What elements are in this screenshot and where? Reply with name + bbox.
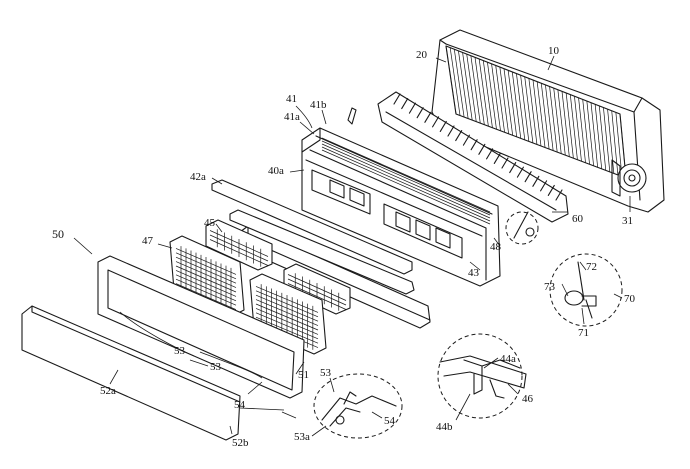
label-10: 10 <box>548 45 560 57</box>
label-48: 48 <box>490 241 502 253</box>
label-73: 73 <box>544 281 556 293</box>
front-frame <box>301 107 501 287</box>
leader-lines <box>73 55 631 437</box>
label-42a: 42a <box>190 171 206 183</box>
label-31: 31 <box>622 215 633 227</box>
fan-motor <box>611 159 647 197</box>
label-53: 53 <box>210 361 222 373</box>
label-44b: 44b <box>436 421 453 433</box>
detail-gear-small <box>505 211 539 245</box>
label-52a: 52a <box>100 385 116 397</box>
label-53-frame: 53 <box>174 345 186 357</box>
filter-45-left <box>205 219 273 271</box>
label-54-detail: 54 <box>384 415 396 427</box>
label-52b: 52b <box>232 437 249 449</box>
front-panel <box>21 305 241 441</box>
label-71: 71 <box>578 327 589 339</box>
label-20: 20 <box>416 49 428 61</box>
label-41b: 41b <box>310 99 327 111</box>
label-50: 50 <box>52 227 64 241</box>
label-41: 41 <box>286 93 297 105</box>
label-60: 60 <box>572 213 584 225</box>
label-43: 43 <box>468 267 480 279</box>
detail-motor <box>549 253 623 327</box>
callout-labels: 10 20 31 40a 41 41a 41b 42a 43 44a 44b 4… <box>52 45 636 449</box>
detail-bracket <box>437 333 527 419</box>
strip-42a <box>211 179 413 275</box>
grille-frame <box>97 255 305 399</box>
label-45: 45 <box>204 217 216 229</box>
label-47: 47 <box>142 235 154 247</box>
label-40a: 40a <box>268 165 284 177</box>
label-41a: 41a <box>284 111 300 123</box>
label-53a: 53a <box>294 431 310 443</box>
label-44a: 44a <box>500 353 516 365</box>
louver-assembly <box>377 91 569 223</box>
label-72: 72 <box>586 261 597 273</box>
label-53-detail: 53 <box>320 367 332 379</box>
detail-hinge <box>313 373 403 439</box>
label-46: 46 <box>522 393 534 405</box>
label-54: 54 <box>234 399 246 411</box>
label-51: 51 <box>298 369 309 381</box>
heat-exchanger <box>445 45 627 179</box>
label-70: 70 <box>624 293 636 305</box>
